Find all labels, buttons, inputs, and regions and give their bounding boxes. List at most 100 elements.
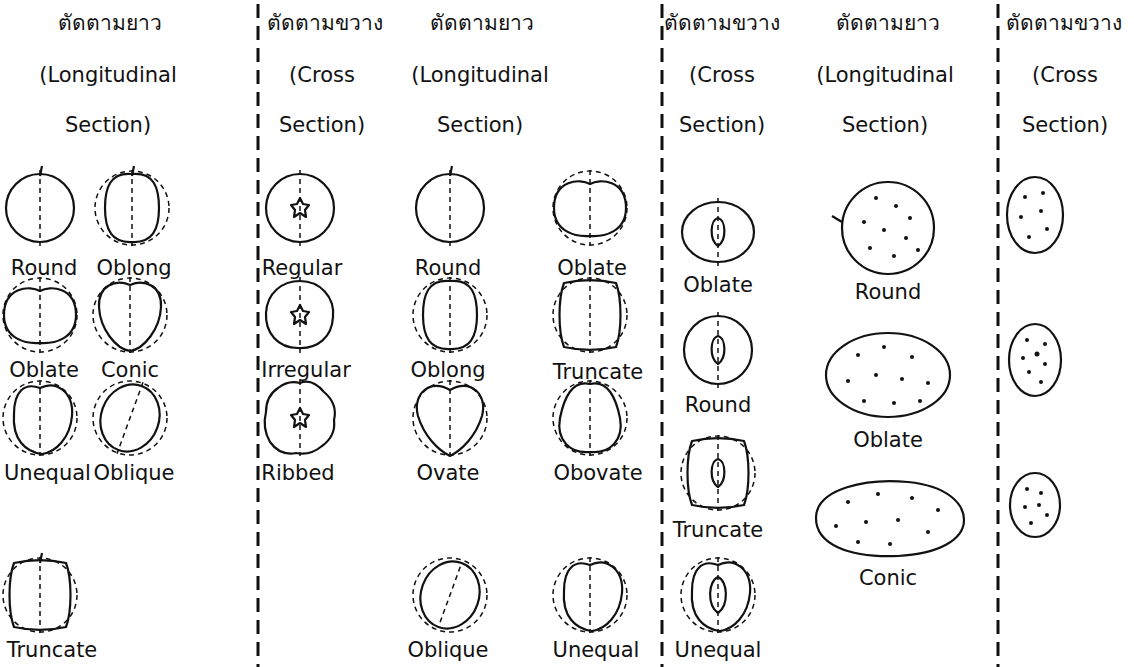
shape-label: Ribbed [261,461,334,485]
shape-name: Oblong [96,256,171,280]
shape-name: Obovate [553,461,642,485]
shape-label: Truncate [673,518,764,542]
heading-text: ตัดตามขวาง [664,6,780,39]
fruit-cross-section [266,277,333,353]
shape-name: Truncate [673,518,764,542]
shape-label: Round [415,256,481,280]
shape-name: Truncate [553,360,644,384]
shape-label: Unequal [553,638,640,662]
shape-label: Obovate [553,461,642,485]
fruit-outline [93,277,167,353]
heading-text: (Longitudinal Section) [21,50,196,150]
heading-text: ตัดตามยาว [58,6,162,39]
shape-label: Oblique [93,461,174,485]
fruit-cross-section [265,380,335,456]
shape-name: Ribbed [261,461,334,485]
fruit-cross-section [681,435,755,511]
fruit-outline [3,553,77,633]
fruit-outline [3,380,77,456]
fruit-outline [416,166,484,246]
shape-name: Irregular [261,358,351,382]
heading-text: ตัดตามยาว [836,6,940,39]
shape-name: Regular [262,256,343,280]
shape-label: Round [855,280,921,304]
fruit-outline [553,557,627,633]
heading-text: ตัดตามยาว [430,6,534,39]
shape-label: Truncate [7,638,98,662]
fruit-outline [816,481,964,556]
fruit-cross-section [682,198,754,266]
fruit-outline [553,170,627,246]
heading-text: (Cross Section) [267,50,377,150]
shape-label: Truncate [553,360,644,384]
column-divider [997,4,1000,667]
fruit-cross-section [1007,177,1063,253]
section-heading: (Cross Section) [667,50,777,150]
shape-label: Round [11,256,77,280]
shape-name: Unequal [675,638,762,662]
section-heading: (Longitudinal Section) [393,50,568,150]
section-heading: ตัดตามขวาง [1006,6,1122,39]
heading-text: ตัดตามขวาง [1006,6,1122,39]
shape-name: Oblong [410,358,485,382]
shape-name: Unequal [4,461,91,485]
shape-label: Round [685,393,751,417]
shape-name: Oblate [853,428,923,452]
fruit-cross-section [1009,324,1061,396]
fruit-outline [90,372,170,463]
column-divider [257,4,260,667]
shape-name: Round [415,256,481,280]
fruit-cross-section [266,170,334,246]
fruit-outline [413,277,487,353]
shape-name: Oblate [683,273,753,297]
fruit-outline [826,333,950,417]
shape-label: Oblate [853,428,923,452]
shape-name: Truncate [7,638,98,662]
fruit-outline [411,553,489,637]
shape-name: Conic [101,358,159,382]
shape-name: Oblate [9,358,79,382]
section-heading: (Longitudinal Section) [21,50,196,150]
shape-label: Oblong [410,358,485,382]
shape-name: Oblique [407,638,488,662]
section-heading: (Cross Section) [1010,50,1120,150]
heading-text: (Cross Section) [667,50,777,150]
shape-name: Round [685,393,751,417]
shape-name: Conic [859,566,917,590]
shape-name: Oblique [93,461,174,485]
shape-name: Round [11,256,77,280]
fruit-outline [832,182,934,274]
shape-label: Regular [262,256,343,280]
shape-name: Round [855,280,921,304]
shape-label: Irregular [261,358,351,382]
fruit-outline [6,166,74,246]
shape-name: Oblate [557,256,627,280]
fruit-outline [413,380,487,456]
fruit-outline [553,277,627,353]
section-heading: ตัดตามยาว [58,6,162,39]
section-heading: ตัดตามขวาง [267,6,383,39]
section-heading: ตัดตามยาว [430,6,534,39]
column-divider [661,4,664,667]
shape-label: Oblique [407,638,488,662]
fruit-outline [3,277,77,353]
fruit-cross-section [1010,473,1060,537]
shape-label: Unequal [675,638,762,662]
fruit-cross-section [684,312,752,388]
shape-label: Ovate [417,461,480,485]
heading-text: ตัดตามขวาง [267,6,383,39]
heading-text: (Longitudinal Section) [393,50,568,150]
shape-name: Ovate [417,461,480,485]
shape-label: Oblate [557,256,627,280]
section-heading: ตัดตามยาว [836,6,940,39]
heading-text: (Cross Section) [1010,50,1120,150]
section-heading: (Cross Section) [267,50,377,150]
shape-label: Unequal [4,461,91,485]
shape-label: Oblate [683,273,753,297]
fruit-outline [95,166,169,246]
section-heading: ตัดตามขวาง [664,6,780,39]
heading-text: (Longitudinal Section) [798,50,973,150]
shape-label: Oblate [9,358,79,382]
